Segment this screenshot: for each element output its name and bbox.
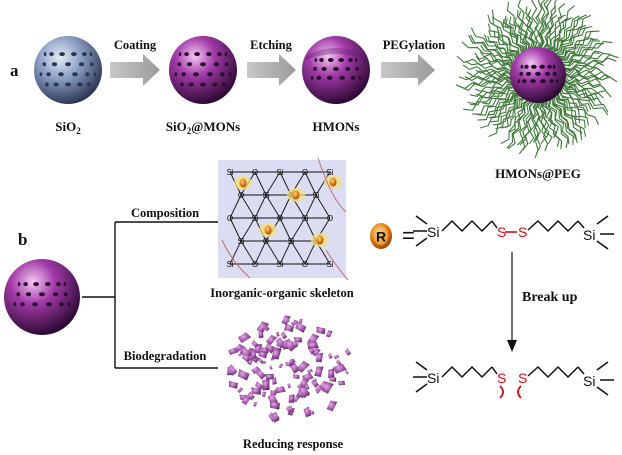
sio2-label: SiO2 xyxy=(55,119,81,136)
linker-si-right: Si xyxy=(583,227,595,243)
sio2-mons-sphere xyxy=(169,36,237,104)
skeleton-si-atom: Si xyxy=(262,191,269,200)
hmon-sphere-b xyxy=(4,259,80,335)
skeleton-si-atom: Si xyxy=(287,237,294,246)
skeleton-si-atom: Si xyxy=(276,168,283,177)
break-up-arrow xyxy=(507,252,517,352)
skeleton-o-atom: O xyxy=(327,214,333,223)
r-symbol: R xyxy=(376,229,386,245)
skeleton-network: SiOSiOSiOSiOSiOSiOSiOSiOSiOSiOSiOSi xyxy=(218,157,349,281)
disulfide-linker xyxy=(413,215,614,250)
skeleton-si-atom: Si xyxy=(326,168,333,177)
degraded-fragments xyxy=(227,315,352,423)
branch-lines xyxy=(82,221,218,369)
skeleton-o-atom: O xyxy=(238,191,244,200)
skeleton-si-atom: Si xyxy=(326,260,333,269)
coating-label: Coating xyxy=(114,38,157,52)
hmons-peg-label: HMONs@PEG xyxy=(495,166,581,181)
skeleton-o-atom: O xyxy=(302,168,308,177)
pegylation-arrow xyxy=(381,54,435,86)
skeleton-si-atom: Si xyxy=(237,237,244,246)
skeleton-si-atom: Si xyxy=(312,191,319,200)
skeleton-si-atom: Si xyxy=(276,260,283,269)
skeleton-si-atom: Si xyxy=(226,168,233,177)
skeleton-si-atom: Si xyxy=(301,214,308,223)
panel-a-label: a xyxy=(10,61,19,80)
skeleton-si-atom: Si xyxy=(251,214,258,223)
equals-sign: = xyxy=(402,223,415,248)
skeleton-o-atom: O xyxy=(263,237,269,246)
skeleton-o-atom: O xyxy=(277,214,283,223)
skeleton-caption: Inorganic-organic skeleton xyxy=(210,286,353,300)
skeleton-o-atom: O xyxy=(252,168,258,177)
hmons-sphere xyxy=(302,36,370,104)
linker-s-right: S xyxy=(518,224,527,240)
cleaved-si-left: Si xyxy=(427,370,439,386)
linker-s-left: S xyxy=(497,224,506,240)
cleaved-s-left: S xyxy=(497,370,506,386)
skeleton-o-atom: O xyxy=(227,214,233,223)
skeleton-si-atom: Si xyxy=(226,260,233,269)
hmons-label: HMONs xyxy=(313,119,360,134)
hmons-peg-particle xyxy=(455,0,619,158)
biodegradation-label: Biodegradation xyxy=(124,349,207,363)
panel-b-label: b xyxy=(18,230,27,249)
composition-label: Composition xyxy=(131,206,199,220)
cleaved-si-right: Si xyxy=(583,373,595,389)
skeleton-o-atom: O xyxy=(302,260,308,269)
r-ball xyxy=(370,223,392,249)
cleaved-linker xyxy=(413,361,614,399)
break-up-label: Break up xyxy=(522,290,578,305)
degradation-caption: Reducing response xyxy=(243,437,344,451)
skeleton-o-atom: O xyxy=(252,260,258,269)
linker-si-left: Si xyxy=(427,224,439,240)
pegylation-label: PEGylation xyxy=(383,38,446,52)
etching-arrow xyxy=(247,54,296,86)
sio2-mons-label: SiO2@MONs xyxy=(166,119,240,136)
cleaved-s-right: S xyxy=(518,370,527,386)
sio2-sphere xyxy=(34,36,102,104)
etching-label: Etching xyxy=(250,38,292,52)
coating-arrow xyxy=(110,54,160,86)
